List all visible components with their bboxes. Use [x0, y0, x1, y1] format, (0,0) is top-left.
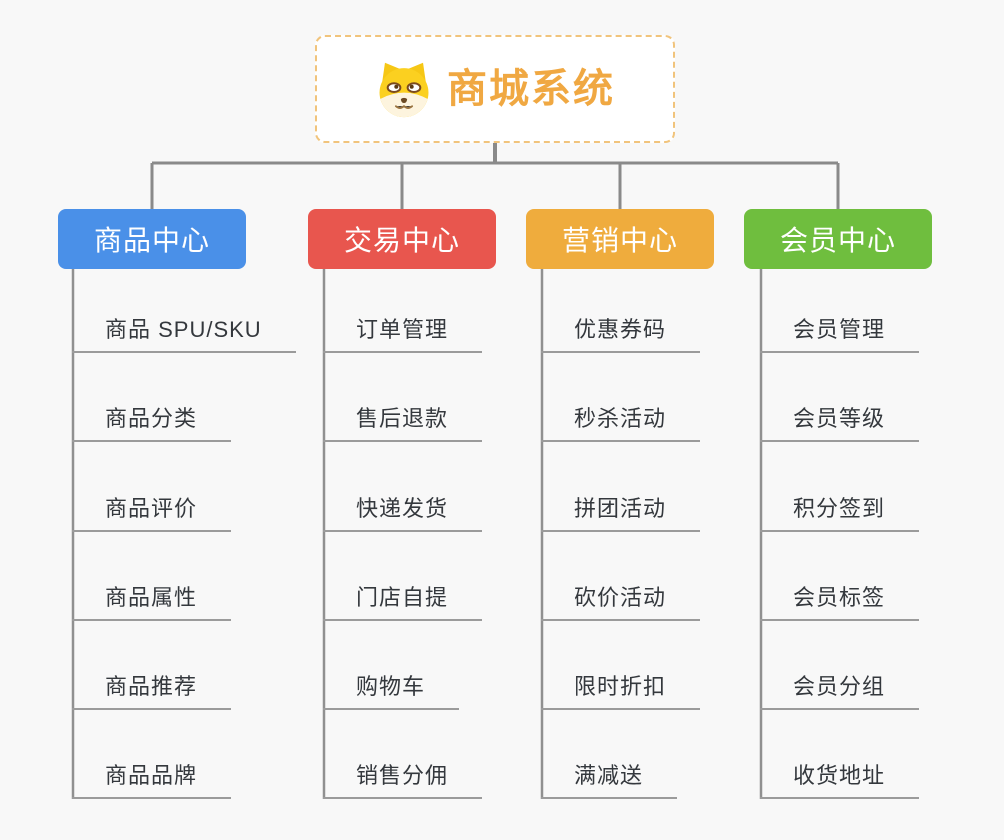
leaf-node[interactable]: 售后退款	[323, 393, 483, 442]
leaf-node[interactable]: 满减送	[541, 750, 678, 799]
leaf-node[interactable]: 砍价活动	[541, 572, 701, 621]
leaf-node[interactable]: 积分签到	[760, 483, 920, 532]
leaf-node[interactable]: 商品属性	[72, 572, 232, 621]
branch-product-center[interactable]: 商品中心	[58, 209, 246, 269]
leaf-node[interactable]: 会员标签	[760, 572, 920, 621]
leaf-node[interactable]: 购物车	[323, 661, 460, 710]
leaf-node[interactable]: 会员管理	[760, 304, 920, 353]
branch-member-center[interactable]: 会员中心	[744, 209, 932, 269]
leaf-node[interactable]: 秒杀活动	[541, 393, 701, 442]
leaf-node[interactable]: 订单管理	[323, 304, 483, 353]
leaf-node[interactable]: 商品评价	[72, 483, 232, 532]
leaf-node[interactable]: 快递发货	[323, 483, 483, 532]
leaf-node[interactable]: 收货地址	[760, 750, 920, 799]
leaf-node[interactable]: 门店自提	[323, 572, 483, 621]
leaf-node[interactable]: 销售分佣	[323, 750, 483, 799]
leaf-node[interactable]: 会员分组	[760, 661, 920, 710]
leaf-node[interactable]: 商品 SPU/SKU	[72, 304, 296, 353]
dog-mascot-icon	[375, 60, 433, 118]
leaf-node[interactable]: 拼团活动	[541, 483, 701, 532]
leaf-node[interactable]: 商品推荐	[72, 661, 232, 710]
root-node[interactable]: 商城系统	[315, 35, 675, 143]
branch-marketing-center[interactable]: 营销中心	[526, 209, 714, 269]
leaf-node[interactable]: 商品品牌	[72, 750, 232, 799]
leaf-node[interactable]: 限时折扣	[541, 661, 701, 710]
leaf-node[interactable]: 优惠券码	[541, 304, 701, 353]
root-title: 商城系统	[447, 67, 615, 111]
leaf-node[interactable]: 会员等级	[760, 393, 920, 442]
branch-trade-center[interactable]: 交易中心	[308, 209, 496, 269]
leaf-node[interactable]: 商品分类	[72, 393, 232, 442]
